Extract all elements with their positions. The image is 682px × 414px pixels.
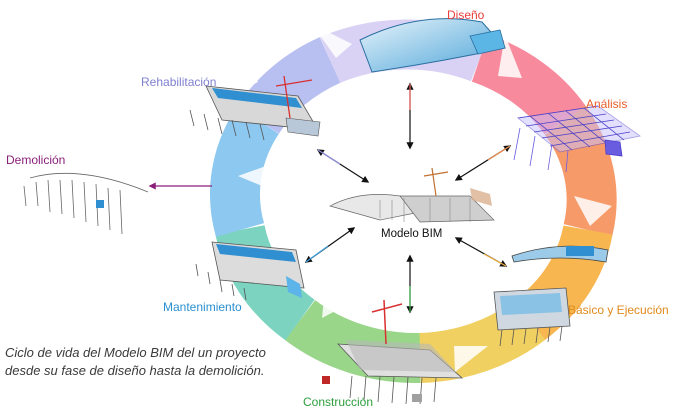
connector-arrows: [148, 82, 512, 314]
stage-label-analisis: Análisis: [586, 97, 628, 111]
stage-label-mantenimiento: Mantenimiento: [163, 300, 242, 314]
stage-label-construccion: Construcción: [303, 395, 374, 409]
mantenimiento-illustration: [195, 241, 305, 301]
flow-arrow-7: [236, 60, 258, 94]
stage-label-rehabilitacion: Rehabilitación: [141, 75, 217, 89]
demolicion-illustration: [23, 172, 149, 235]
caption-line-2: desde su fase de diseño hasta la demolic…: [5, 363, 265, 378]
construccion-illustration: [322, 299, 464, 405]
ring-segment-demolicion: [209, 106, 280, 237]
diseno-illustration: [359, 18, 506, 73]
figure-caption: Ciclo de vida del Modelo BIM del un proy…: [5, 344, 335, 380]
center-label: Modelo BIM: [381, 228, 443, 240]
rehabilitacion-illustration: [189, 75, 321, 141]
caption-line-1: Ciclo de vida del Modelo BIM del un proy…: [5, 345, 266, 360]
stage-label-demolicion: Demolición: [6, 153, 66, 167]
stage-label-basico: Básico y Ejecución: [568, 303, 669, 317]
flow-arrow-5: [322, 298, 356, 318]
basico-illustration: [493, 245, 609, 347]
flow-arrow-3: [574, 196, 612, 226]
stage-label-diseno: Diseño: [447, 8, 485, 22]
flow-arrow-4: [454, 346, 488, 372]
ring-segment-diseno: [471, 34, 586, 135]
analisis-illustration: [513, 105, 641, 173]
flow-arrow-6: [238, 166, 266, 186]
center-model-illustration: [329, 167, 495, 223]
ring-flow-arrows: [236, 24, 612, 372]
flow-arrow-1: [312, 24, 352, 58]
